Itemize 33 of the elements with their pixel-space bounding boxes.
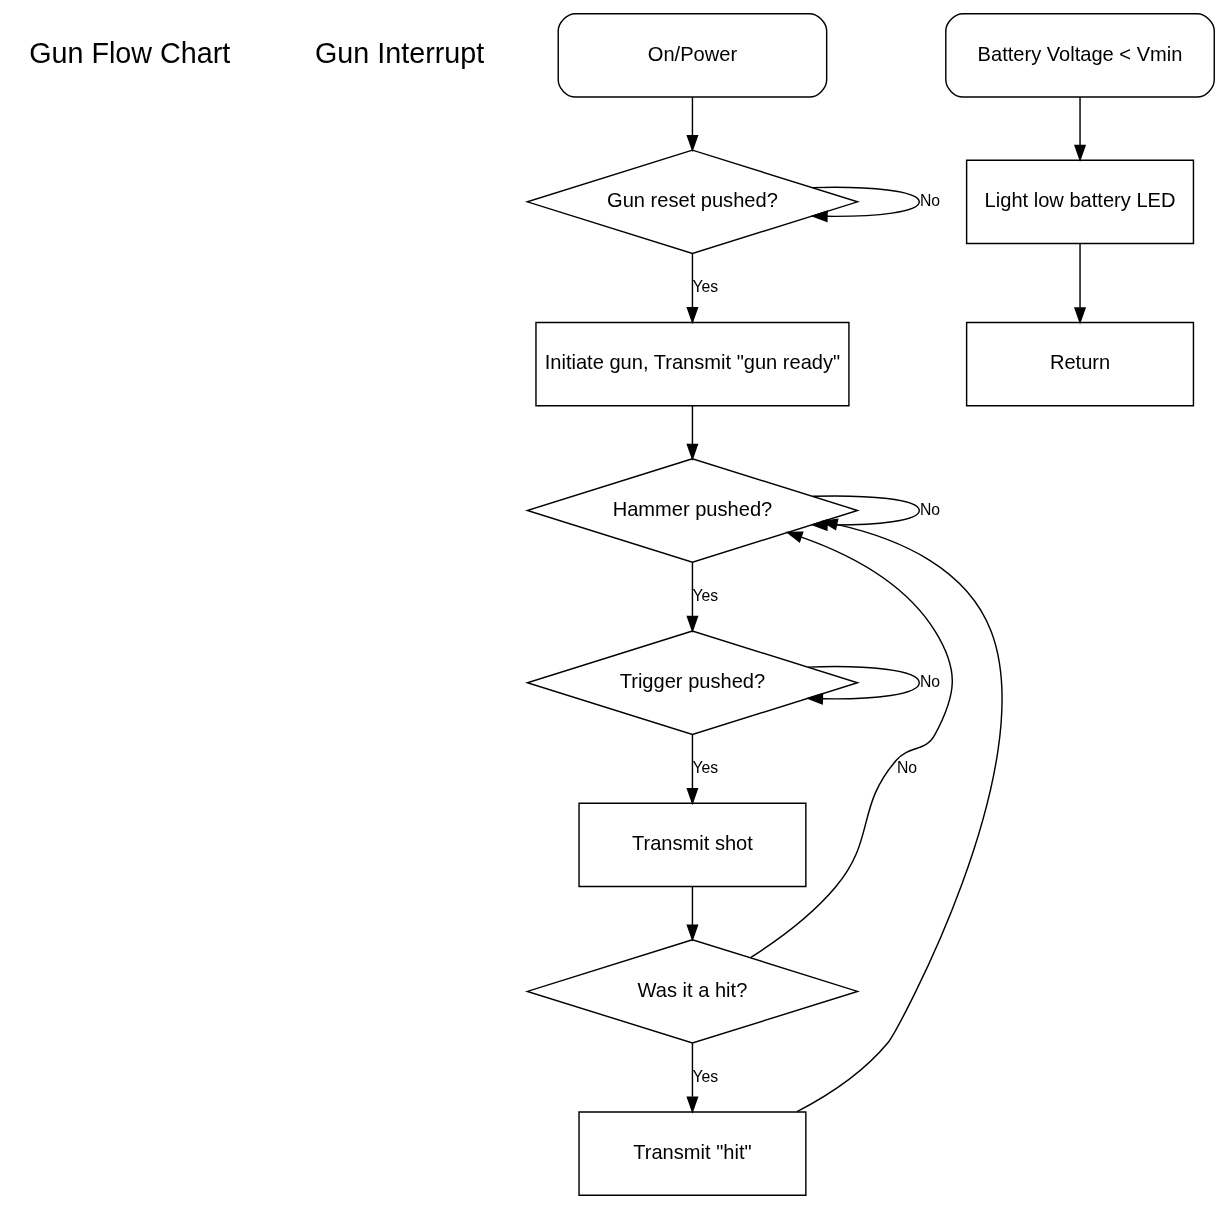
edge-label: No [919, 672, 941, 690]
edge-label: No [896, 758, 918, 776]
arrow [686, 252, 699, 325]
arrow [686, 561, 699, 633]
node-box: Light low battery LED [965, 159, 1195, 245]
node-box: Return [965, 321, 1195, 407]
arrow [686, 733, 699, 806]
node-diamond: Gun reset pushed? [524, 149, 860, 255]
label: Gun Interrupt [315, 36, 485, 69]
arrow [686, 1042, 699, 1114]
node-box: On/Power [557, 13, 828, 98]
label: Gun Flow Chart [29, 36, 231, 69]
edge-label: Yes [692, 758, 719, 776]
arrow [686, 96, 699, 153]
arrow [1074, 242, 1087, 325]
arrow [1074, 96, 1087, 162]
node-box: Initiate gun, Transmit "gun ready" [535, 321, 850, 407]
arrow [805, 665, 920, 705]
node-box: Battery Voltage < Vmin [945, 13, 1215, 98]
edge-label: Yes [692, 586, 719, 604]
node-box: Transmit "hit" [578, 1111, 807, 1196]
arrow [810, 186, 920, 223]
edge-label: No [919, 191, 941, 209]
edge-label: Yes [692, 277, 719, 295]
arrow [750, 531, 953, 959]
arrow [686, 405, 699, 461]
node-diamond: Hammer pushed? [524, 458, 860, 563]
edge-label: Yes [692, 1067, 719, 1085]
node-diamond: Trigger pushed? [524, 630, 860, 736]
arrow [686, 886, 699, 942]
edge-label: No [919, 500, 941, 518]
node-diamond: Was it a hit? [524, 938, 860, 1044]
node-box: Transmit shot [578, 802, 807, 888]
